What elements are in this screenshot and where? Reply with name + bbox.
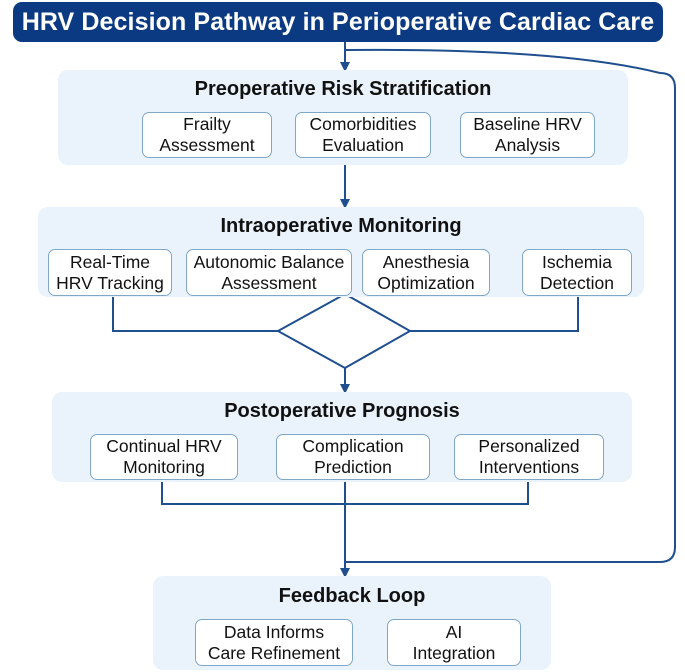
stage-title-postoperative: Postoperative Prognosis bbox=[224, 400, 460, 422]
page-title: HRV Decision Pathway in Perioperative Ca… bbox=[13, 2, 663, 42]
stage-title-intraoperative: Intraoperative Monitoring bbox=[220, 215, 462, 237]
stage-title-feedback: Feedback Loop bbox=[278, 585, 426, 607]
stage-title-preoperative: Preoperative Risk Stratification bbox=[194, 78, 492, 100]
merge-line-left bbox=[112, 297, 278, 332]
merge-line-right bbox=[410, 297, 579, 332]
post-merge-line bbox=[161, 482, 529, 505]
decision-diamond bbox=[275, 292, 413, 370]
stage-preoperative: Preoperative Risk Stratification Frailty… bbox=[58, 70, 628, 165]
